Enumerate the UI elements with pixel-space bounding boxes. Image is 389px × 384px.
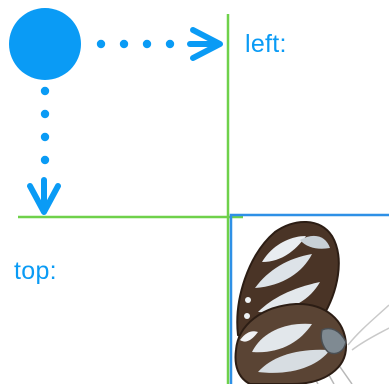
left-label: left: xyxy=(245,30,287,58)
butterfly-image xyxy=(234,220,389,384)
origin-dot xyxy=(9,8,81,80)
left-offset-arrow xyxy=(96,27,223,61)
top-offset-arrow xyxy=(27,86,61,215)
element-box-outline xyxy=(229,213,389,384)
top-label: top: xyxy=(14,257,57,285)
